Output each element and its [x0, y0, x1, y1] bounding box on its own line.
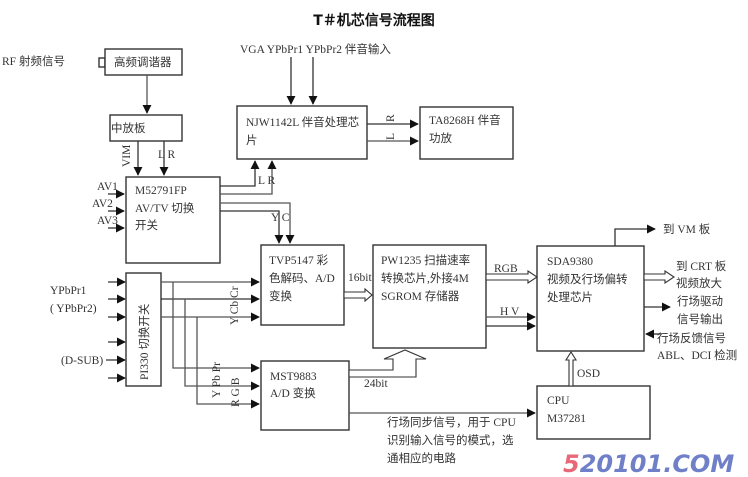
av3-label: AV3 — [97, 215, 118, 227]
ypbpr-label: Y Pb Pr — [211, 362, 223, 398]
svg-text:A/D 变换: A/D 变换 — [270, 386, 316, 400]
cpu-block: CPU M37281 — [536, 385, 651, 440]
svg-text:CPU: CPU — [547, 395, 570, 407]
osd-arrow — [565, 350, 577, 387]
svg-text:MST9883: MST9883 — [270, 371, 317, 383]
svg-text:NJW1142L 伴音处理芯: NJW1142L 伴音处理芯 — [246, 115, 359, 129]
rf-input-label: RF 射频信号 — [2, 54, 65, 68]
svg-text:高频调谐器: 高频调谐器 — [114, 55, 172, 69]
bus-16bit-label: 16bit — [348, 272, 372, 284]
feedback-label-2: ABL、DCI 检测 — [657, 348, 737, 362]
tvp5147-block: TVP5147 彩 色解码、A/D 变换 — [260, 244, 345, 326]
sync-note-2: 识别输入信号的模式，选 — [387, 433, 514, 447]
bus-24bit-label: 24bit — [364, 378, 388, 390]
m52791-l-audio-arrow — [220, 160, 260, 187]
watermark-logo: 520101.COM — [563, 450, 734, 477]
to-crt-label-1: 到 CRT 板 — [676, 259, 727, 273]
ycbcr-label: Y Cb Cr — [229, 286, 241, 325]
svg-text:PW1235 扫描速率: PW1235 扫描速率 — [381, 253, 470, 267]
osd-label: OSD — [577, 368, 600, 380]
svg-text:520101.COM: 520101.COM — [563, 450, 734, 477]
c-signal-arrow — [220, 202, 295, 244]
svg-text:SDA9380: SDA9380 — [547, 256, 593, 268]
g-to-mst-arrow — [184, 299, 260, 391]
svg-text:转换芯片,外接4M: 转换芯片,外接4M — [381, 271, 469, 285]
bus-24bit-arrow — [348, 349, 427, 378]
svg-text:开关: 开关 — [135, 218, 158, 232]
audio-lr-label: L R — [258, 175, 275, 187]
rf-connector-icon — [98, 57, 106, 68]
to-crt-arrow — [643, 269, 675, 285]
vim-label: VIM — [121, 145, 133, 167]
drive-out-label-2: 信号输出 — [677, 312, 723, 326]
svg-text:处理芯片: 处理芯片 — [547, 290, 593, 304]
yc-label: Y C — [271, 212, 290, 224]
l-out-label: L — [385, 133, 397, 140]
r-out-label: R — [385, 114, 397, 122]
tuner-block: 高频调谐器 — [104, 48, 183, 76]
watermark-prefix: 5 — [563, 450, 580, 477]
sync-note-3: 通相应的电路 — [387, 451, 456, 465]
drive-out-label-1: 行场驱动 — [677, 294, 723, 308]
rgb-bus-arrow — [485, 269, 538, 285]
bus-16bit-arrow — [343, 287, 373, 303]
svg-text:M52791FP: M52791FP — [135, 185, 187, 197]
svg-text:色解码、A/D: 色解码、A/D — [269, 271, 335, 285]
svg-text:功放: 功放 — [429, 131, 452, 145]
svg-text:M37281: M37281 — [547, 413, 586, 425]
feedback-label-1: 行场反馈信号 — [657, 331, 726, 345]
pi330-block: PI330 切换开关 — [125, 272, 162, 387]
sda9380-block: SDA9380 视频及行场偏转 处理芯片 — [536, 245, 645, 352]
ypbpr1-label: YPbPr1 — [50, 285, 87, 297]
b-to-mst-arrow — [172, 282, 260, 373]
njw1142l-block: NJW1142L 伴音处理芯 片 — [236, 105, 368, 160]
svg-text:TVP5147 彩: TVP5147 彩 — [269, 254, 329, 267]
watermark-rest: 20101.COM — [580, 450, 735, 477]
dsub-label: (D-SUB) — [61, 355, 103, 367]
sync-note-1: 行场同步信号，用于 CPU — [387, 415, 516, 429]
av2-label: AV2 — [92, 198, 113, 210]
ypbpr2-label: ( YPbPr2) — [50, 303, 97, 315]
m52791fp-block: M52791FP AV/TV 切换 开关 — [125, 176, 221, 264]
svg-text:变换: 变换 — [269, 289, 292, 303]
svg-text:视频及行场偏转: 视频及行场偏转 — [547, 272, 628, 286]
mst9883-block: MST9883 A/D 变换 — [260, 360, 350, 431]
rgb-label: RGB — [494, 263, 518, 275]
y-signal-arrow — [220, 210, 284, 244]
rgb-input-label: R G B — [230, 377, 242, 407]
vga-audio-input-label: VGA YPbPr1 YPbPr2 伴音输入 — [240, 42, 391, 56]
to-vm-arrow — [614, 224, 656, 246]
svg-text:片: 片 — [246, 134, 258, 147]
pw1235-block: PW1235 扫描速率 转换芯片,外接4M SGROM 存储器 — [372, 244, 487, 349]
if-lr-label: L R — [158, 149, 175, 161]
to-vm-label: 到 VM 板 — [663, 222, 711, 236]
svg-text:PI330 切换开关: PI330 切换开关 — [137, 303, 151, 380]
to-crt-label-2: 视频放大 — [676, 276, 722, 290]
m52791-r-audio-arrow — [220, 160, 277, 195]
if-board-block: 中放板 — [109, 114, 183, 142]
hv-label: H V — [500, 306, 520, 318]
av1-label: AV1 — [97, 181, 118, 193]
ta8268h-block: TA8268H 伴音 功放 — [419, 106, 514, 160]
svg-text:TA8268H 伴音: TA8268H 伴音 — [429, 113, 501, 127]
svg-text:AV/TV 切换: AV/TV 切换 — [135, 201, 195, 215]
diagram-title: T＃机芯信号流程图 — [313, 12, 435, 29]
svg-text:SGROM 存储器: SGROM 存储器 — [381, 289, 460, 303]
r-to-mst-arrow — [196, 317, 260, 409]
svg-text:中放板: 中放板 — [111, 121, 146, 135]
